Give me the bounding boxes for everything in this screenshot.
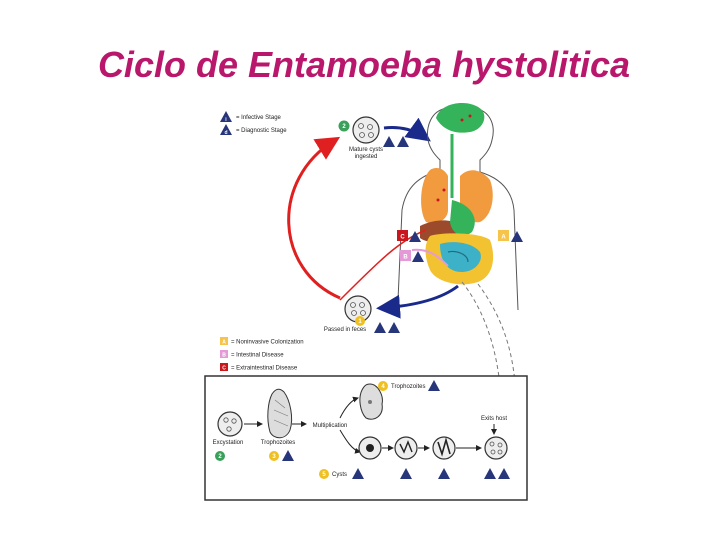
infective-triangle-icon	[220, 111, 232, 122]
stage-3-number: 3	[272, 454, 276, 460]
mature-cysts-label-2: ingested	[355, 154, 378, 160]
trophozoite-icon	[267, 388, 293, 439]
svg-text:i: i	[225, 117, 227, 123]
diagnostic-marker-icon	[412, 251, 424, 262]
trophozoites-box-label: Trophozoites	[391, 384, 425, 390]
stage-2-number: 2	[342, 124, 346, 130]
stage-mature-cysts: 2 Mature cysts ingested	[338, 116, 409, 160]
legend-infective: i = Infective Stage	[220, 111, 282, 123]
legend-diagnostic-text: = Diagnostic Stage	[236, 128, 287, 134]
multiplication-label: Multiplication	[313, 423, 348, 429]
letter-A: A	[501, 235, 506, 241]
stage-2-badge	[338, 120, 350, 132]
marker-B: B	[400, 250, 424, 262]
svg-text:d: d	[224, 130, 227, 136]
diagnostic-marker-icon	[352, 468, 364, 479]
legend-C-text: = Extraintestinal Disease	[231, 366, 298, 372]
diagnostic-marker-icon	[438, 468, 450, 479]
letter-B: B	[403, 255, 408, 261]
stage-passed-in-feces: 1 Passed in feces	[324, 295, 400, 333]
mature-cysts-label-1: Mature cysts	[349, 147, 383, 153]
stage-5-badge	[319, 469, 329, 479]
letter-A-badge	[498, 230, 509, 241]
cyst-stage-4-icon	[484, 436, 508, 460]
excystation-label: Excystation	[213, 440, 244, 446]
human-body-illustration	[339, 103, 519, 311]
stage-trophozoites: Trophozoites 3	[261, 388, 295, 461]
legend-diagnostic: d = Diagnostic Stage	[220, 124, 287, 136]
brain-icon	[436, 103, 485, 133]
transmission-arrow	[287, 136, 341, 300]
legend-B-swatch	[220, 350, 228, 358]
infective-marker-icon	[374, 322, 386, 333]
stomach-icon	[450, 200, 475, 236]
legend-B-letter: B	[222, 353, 226, 359]
legend-C-swatch	[220, 363, 228, 371]
excretion-arrow	[376, 284, 459, 319]
disease-legend: A = Noninvasive Colonization B = Intesti…	[220, 337, 304, 372]
legend-A-text: = Noninvasive Colonization	[231, 340, 304, 346]
legend-infective-text: = Infective Stage	[236, 115, 282, 121]
stage-3-badge	[269, 451, 279, 461]
stage-1-number: 1	[358, 319, 362, 325]
cyst-sequence: 5 Cysts	[319, 436, 510, 479]
diagnostic-marker-icon	[409, 231, 421, 242]
diagnostic-marker-icon	[511, 231, 523, 242]
slide-title: Ciclo de Entamoeba hystolitica	[97, 44, 631, 85]
legend-A-letter: A	[222, 340, 226, 346]
trophozoites-label: Trophozoites	[261, 440, 295, 446]
stage-excystation: Excystation 2	[213, 411, 244, 461]
cysts-label: Cysts	[332, 472, 347, 478]
ingestion-arrow	[383, 117, 431, 142]
stage-2-badge	[215, 451, 225, 461]
stage-1-badge	[355, 316, 365, 326]
letter-C-badge	[397, 230, 408, 241]
marker-A: A	[498, 230, 523, 242]
stage-2-number: 2	[218, 454, 222, 460]
diagnostic-marker-icon	[498, 468, 510, 479]
exits-host-label: Exits host	[481, 416, 507, 422]
excystation-cyst-icon	[217, 411, 243, 437]
lungs-icon	[421, 168, 448, 224]
mature-cyst-icon	[352, 116, 380, 144]
legend-C-letter: C	[222, 366, 226, 372]
letter-C: C	[400, 235, 405, 241]
stage-5-number: 5	[322, 472, 326, 478]
diagnostic-marker-icon	[282, 450, 294, 461]
diagnostic-triangle-icon	[220, 124, 232, 135]
infective-marker-icon	[383, 136, 395, 147]
stage-4-badge	[378, 381, 388, 391]
infective-marker-icon	[484, 468, 496, 479]
diagnostic-marker-icon	[388, 322, 400, 333]
legend-B-text: = Intestinal Disease	[231, 353, 284, 359]
stage-4-number: 4	[381, 384, 385, 390]
legend-A-swatch	[220, 337, 228, 345]
diagnostic-marker-icon	[428, 380, 440, 391]
diagnostic-marker-icon	[400, 468, 412, 479]
letter-B-badge	[400, 250, 411, 261]
diagnostic-marker-icon	[397, 136, 409, 147]
stage-trophozoites-4: 4 Trophozoites	[359, 380, 440, 420]
marker-C: C	[397, 230, 421, 242]
passed-in-feces-label: Passed in feces	[324, 327, 366, 333]
